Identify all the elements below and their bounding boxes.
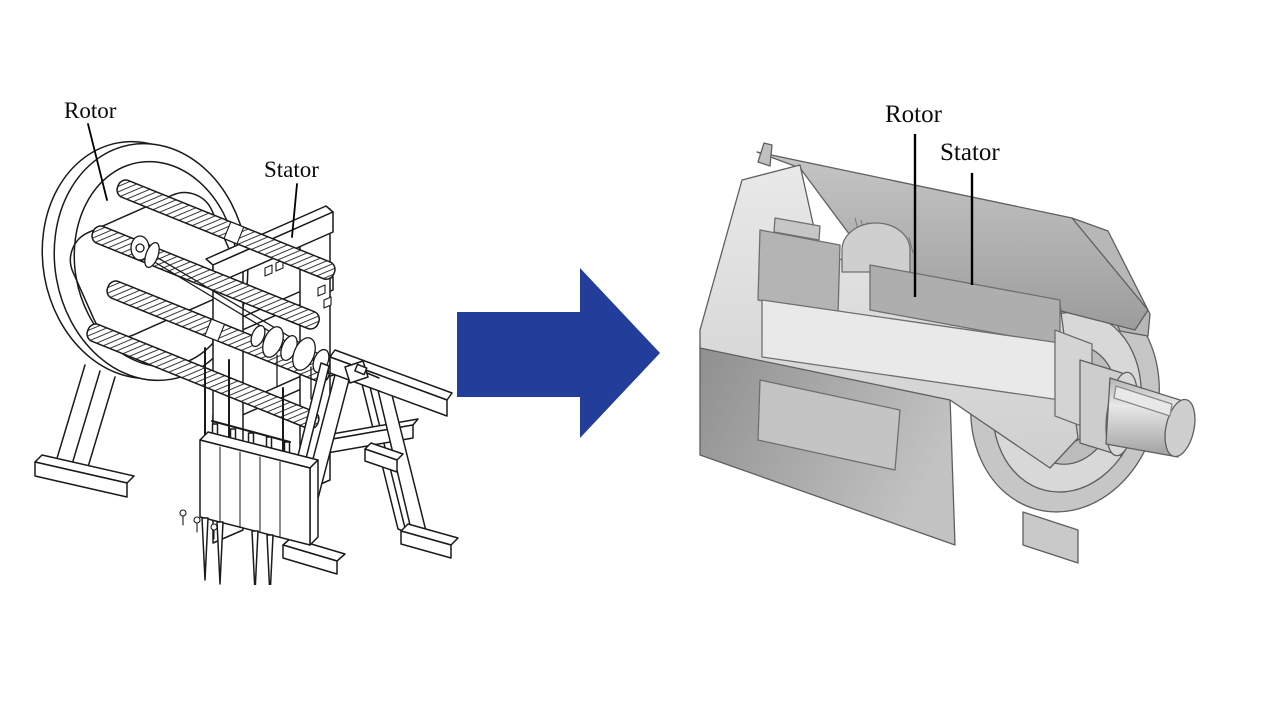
modern-motor-illustration: [680, 128, 1200, 588]
arrow-right-icon: [457, 268, 660, 438]
trestle-stand: [278, 349, 459, 575]
transition-arrow: [455, 265, 665, 445]
encoder-cap: [773, 217, 821, 241]
output-shaft: [1079, 359, 1196, 458]
rotor-leader-line-left: [87, 123, 108, 201]
modern-motor-svg: [699, 134, 1196, 564]
front-foot: [1022, 511, 1079, 564]
stator-label-right: Stator: [940, 139, 1000, 166]
eyebolt-tab: [757, 142, 773, 167]
left-support-legs: [34, 364, 135, 498]
lower-winding-block: [757, 379, 901, 471]
historical-motor-illustration: [15, 85, 460, 585]
rotor-label-left: Rotor: [64, 98, 117, 123]
historical-motor-svg: [34, 123, 459, 585]
winding-hump: [841, 222, 911, 273]
rotor-label-right: Rotor: [885, 101, 942, 128]
stator-leader-line-left: [291, 183, 298, 238]
stator-label-left: Stator: [264, 157, 319, 182]
battery: [179, 347, 319, 585]
